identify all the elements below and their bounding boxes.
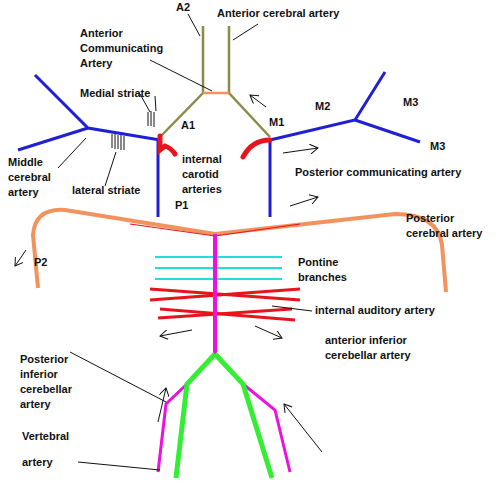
auditory-cerebellar-vessels	[150, 289, 300, 320]
anterior-cerebral-vessels	[160, 26, 270, 137]
pontine-vessel	[155, 256, 282, 258]
leader-line	[233, 24, 258, 40]
striate-tick	[121, 135, 122, 150]
leader-line	[78, 462, 160, 470]
right-vertebral-vessel	[215, 354, 272, 478]
vessel-label: internal carotid arteries	[182, 152, 244, 197]
pointer-arrow	[160, 330, 192, 336]
pointer-arrow	[250, 95, 266, 107]
posterior-cerebral-vessels	[33, 210, 446, 292]
right-carotid-vessel	[243, 140, 270, 157]
basilar-vessel	[213, 234, 217, 356]
vessel-label: Medial striate	[80, 86, 190, 101]
leader-line	[58, 138, 86, 168]
vessel-label: M1	[269, 115, 299, 130]
vessel-label: lateral striate	[72, 183, 182, 198]
leader-line	[272, 306, 312, 311]
vessel-label: Posterior cerebral artery	[406, 211, 498, 241]
vessel-label: Anterior cerebral artery	[217, 6, 387, 21]
pontine-vessel	[155, 267, 282, 269]
red-vessel	[150, 289, 300, 300]
pointer-arrow	[158, 388, 166, 422]
left-mca-vessel	[35, 75, 160, 140]
vessel-label: Pontine branches	[298, 255, 360, 285]
pointer-arrow	[255, 326, 282, 338]
left-vertebral-vessel	[176, 354, 215, 478]
acom-vessel	[203, 92, 229, 95]
pontine-vessels	[155, 257, 282, 279]
vessel-label: Middle cerebral artery	[8, 155, 63, 200]
left-carotid-vessel	[160, 136, 175, 154]
vessel-label: A1	[181, 118, 211, 133]
striate-tick	[154, 112, 155, 127]
leader-line	[188, 14, 200, 36]
leader-line	[150, 60, 212, 91]
vessel-label: P1	[175, 198, 205, 213]
leader-line	[155, 96, 156, 111]
striate-tick	[112, 134, 113, 148]
right-mca-vessel	[270, 72, 385, 140]
right-mca-branch	[355, 120, 420, 142]
vessel-label: M2	[315, 99, 345, 114]
pointer-arrow	[283, 148, 318, 153]
middle-cerebral-vessels	[18, 72, 420, 217]
right-pca-vessel	[215, 214, 446, 292]
striate-branches	[112, 111, 154, 150]
striate-tick	[115, 134, 116, 149]
red-vessel	[160, 309, 295, 320]
right-aca-vessel	[229, 26, 270, 137]
vessel-label: Posterior inferior cerebellar artery	[20, 352, 84, 412]
right-pcom-vessel	[269, 140, 272, 217]
striate-tick	[148, 112, 149, 126]
pointer-arrow	[284, 404, 322, 452]
vessel-label: Vertebral artery	[22, 423, 80, 475]
striate-tick	[118, 135, 119, 149]
striate-tick	[151, 111, 152, 126]
pointer-arrow	[290, 197, 318, 206]
pointer-arrows	[15, 95, 322, 452]
pontine-vessel	[155, 278, 282, 280]
red-vessel	[150, 289, 300, 300]
striate-tick	[124, 136, 125, 150]
vessel-label: internal auditory artery	[315, 303, 495, 318]
leader-line	[70, 352, 166, 402]
pointer-arrow	[15, 250, 26, 266]
vessel-label: M3	[430, 139, 460, 154]
vessel-label: anterior inferior cerebellar artery	[325, 333, 435, 363]
left-pca-vessel	[33, 210, 215, 288]
vertebral-vessels	[176, 354, 272, 478]
vessel-label: Anterior Communicating Artery	[80, 26, 165, 71]
vessel-label: Posterior communicating artery	[295, 165, 495, 180]
leader-line	[105, 152, 116, 186]
vessel-label: A2	[176, 0, 216, 15]
leader-lines	[58, 14, 312, 470]
vessel-label: M3	[403, 95, 433, 110]
vessel-label: P2	[34, 255, 64, 270]
